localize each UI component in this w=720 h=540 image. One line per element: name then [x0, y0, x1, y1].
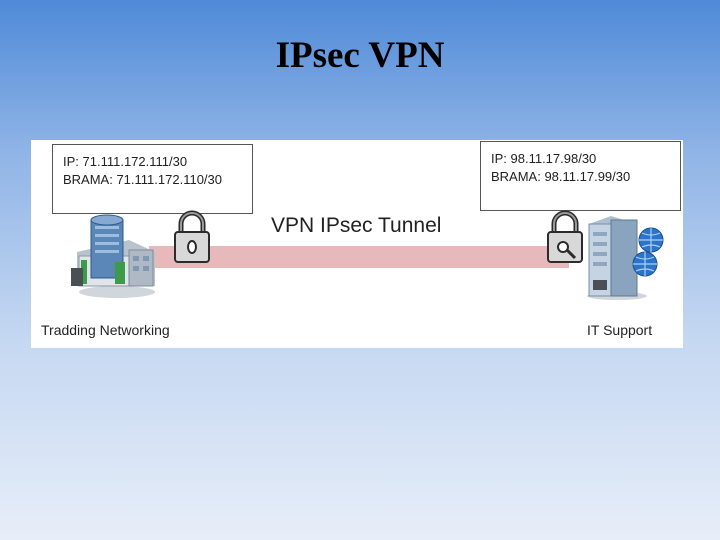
- vpn-diagram: IP: 71.111.172.111/30 BRAMA: 71.111.172.…: [31, 140, 683, 348]
- right-site-label: IT Support: [587, 322, 653, 338]
- tunnel-label: VPN IPsec Tunnel: [271, 214, 442, 237]
- left-site-address-box: IP: 71.111.172.111/30 BRAMA: 71.111.172.…: [52, 144, 253, 214]
- right-site-gateway: BRAMA: 98.11.17.99/30: [491, 169, 631, 184]
- slide-title: IPsec VPN: [275, 35, 445, 76]
- right-site-ip: IP: 98.11.17.98/30: [491, 151, 597, 166]
- office-building-icon: [71, 214, 155, 298]
- left-site-gateway: BRAMA: 71.111.172.110/30: [63, 172, 222, 187]
- vpn-tunnel-bar: [149, 246, 569, 268]
- left-site-label: Tradding Networking: [41, 322, 170, 338]
- server-with-globe-icon: [587, 216, 664, 300]
- right-site-address-box: IP: 98.11.17.98/30 BRAMA: 98.11.17.99/30: [480, 141, 681, 211]
- padlock-icon: [174, 210, 210, 263]
- left-site-ip: IP: 71.111.172.111/30: [63, 154, 188, 169]
- padlock-icon: [547, 210, 583, 263]
